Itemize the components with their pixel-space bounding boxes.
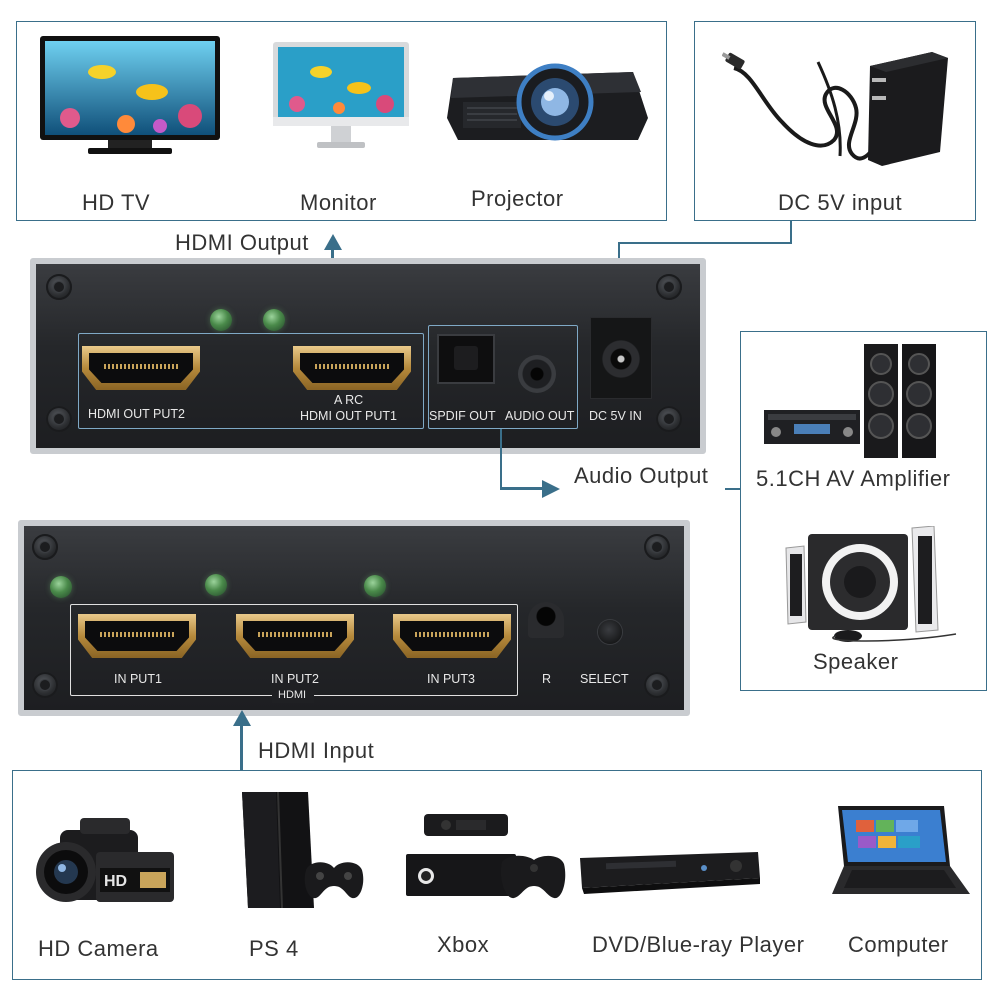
hdmi-input-label: HDMI Input: [258, 738, 375, 763]
source-label-ps4: PS 4: [249, 936, 299, 961]
dvd-player-icon: [576, 848, 762, 901]
audio-output-arrow-line-h: [500, 487, 544, 490]
hdmi-input-arrow-head: [233, 710, 251, 726]
device-label-hd-tv: HD TV: [82, 190, 151, 215]
source-label-hd-camera: HD Camera: [38, 936, 159, 961]
hd-camera-icon: HD: [20, 812, 180, 917]
spdif-label: SPDIF OUT: [429, 409, 496, 423]
audio-devices-box: [740, 331, 987, 691]
screw-icon: [644, 672, 670, 698]
power-connector-line-h: [618, 242, 792, 244]
audio-jack-port: [518, 355, 556, 393]
audio-output-label: Audio Output: [574, 463, 709, 488]
power-adapter-icon: [721, 32, 962, 187]
select-button[interactable]: [598, 620, 622, 644]
input-2-label: IN PUT2: [271, 672, 319, 686]
source-label-computer: Computer: [848, 932, 949, 957]
screw-icon: [644, 534, 670, 560]
dc-power-port: [590, 317, 652, 399]
input-1-led-icon: [50, 576, 72, 598]
xbox-icon: [406, 810, 566, 911]
projector-icon: [443, 58, 653, 153]
hdmi-output-label: HDMI Output: [175, 230, 309, 255]
audio-connector-line: [725, 488, 741, 490]
ir-label: R: [542, 672, 552, 686]
hdmi-group-label: HDMI: [278, 689, 307, 701]
hdmi-output-1-port: [293, 346, 411, 390]
screw-icon: [32, 534, 58, 560]
input-2-led-icon: [205, 574, 227, 596]
arc-label: A RC: [334, 393, 364, 407]
screw-icon: [656, 274, 682, 300]
hdmi-output-2-port: [82, 346, 200, 390]
source-label-xbox: Xbox: [437, 932, 490, 957]
ir-receiver-icon: [528, 602, 564, 638]
power-connector-line: [790, 221, 792, 243]
hdmi-input-arrow-line: [240, 722, 243, 770]
audio-out-label: AUDIO OUT: [505, 409, 575, 423]
hd-tv-icon: [40, 36, 220, 163]
device-label-monitor: Monitor: [300, 190, 377, 215]
dc-in-label: DC 5V IN: [589, 409, 642, 423]
laptop-icon: [832, 804, 972, 905]
monitor-icon: [273, 42, 409, 159]
screw-icon: [656, 406, 682, 432]
input-1-label: IN PUT1: [114, 672, 162, 686]
input-3-label: IN PUT3: [427, 672, 475, 686]
input-3-led-icon: [364, 575, 386, 597]
screw-icon: [46, 274, 72, 300]
hdmi-input-2-port: [236, 614, 354, 658]
spdif-port: [437, 334, 495, 384]
status-led-icon: [210, 309, 232, 331]
status-led-icon: [263, 309, 285, 331]
select-label: SELECT: [580, 672, 629, 686]
screw-icon: [46, 406, 72, 432]
speaker-icon: [776, 525, 972, 651]
av-amplifier-icon: [764, 344, 944, 463]
audio-label-speaker: Speaker: [813, 649, 899, 674]
hdmi-output-group-frame: [78, 333, 424, 429]
audio-output-arrow-head: [542, 480, 560, 498]
source-label-dvd: DVD/Blue-ray Player: [592, 932, 805, 957]
hdmi-output-1-label: HDMI OUT PUT1: [300, 409, 397, 423]
audio-output-group-frame: [428, 325, 578, 429]
hdmi-group-label-bg: [272, 689, 314, 703]
screw-icon: [32, 672, 58, 698]
hdmi-output-2-label: HDMI OUT PUT2: [88, 407, 185, 421]
hdmi-output-arrow-head: [324, 234, 342, 250]
svg-text:HD: HD: [104, 873, 127, 890]
device-label-projector: Projector: [471, 186, 564, 211]
hdmi-input-1-port: [78, 614, 196, 658]
audio-label-amplifier: 5.1CH AV Amplifier: [756, 466, 951, 491]
hdmi-input-3-port: [393, 614, 511, 658]
ps4-icon: [236, 790, 366, 917]
audio-output-arrow-line-v: [500, 429, 502, 489]
power-label: DC 5V input: [778, 190, 903, 215]
